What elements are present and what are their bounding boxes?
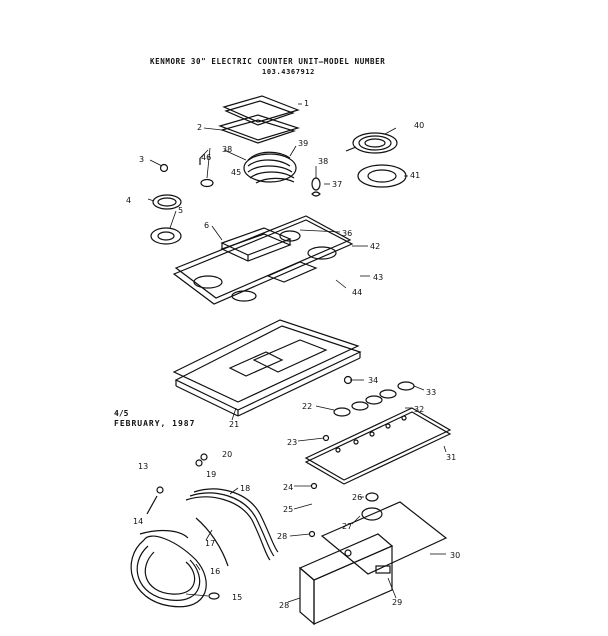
callout-24: 24 bbox=[283, 483, 293, 492]
callout-13: 13 bbox=[138, 462, 148, 471]
callout-19: 19 bbox=[206, 470, 216, 479]
callout-30: 30 bbox=[450, 551, 460, 560]
surface-element-large bbox=[345, 132, 398, 154]
callout-25: 25 bbox=[283, 505, 293, 514]
wiring-harness bbox=[130, 488, 279, 608]
callout-5: 5 bbox=[178, 206, 183, 215]
callout-2: 2 bbox=[197, 123, 202, 132]
screws bbox=[146, 375, 353, 600]
control-bracket bbox=[298, 501, 448, 626]
page-reference: 4/5 bbox=[114, 409, 129, 418]
callout-29: 29 bbox=[392, 598, 402, 607]
callout-17: 17 bbox=[205, 539, 215, 548]
small-hardware bbox=[159, 158, 321, 197]
model-number: 103.4367912 bbox=[262, 68, 315, 76]
heating-element-coil bbox=[243, 151, 297, 184]
callout-6: 6 bbox=[204, 221, 209, 230]
callout-26: 26 bbox=[352, 493, 362, 502]
callout-28: 28 bbox=[277, 532, 287, 541]
revision-date: FEBRUARY, 1987 bbox=[114, 419, 196, 428]
element-insulator bbox=[218, 114, 301, 144]
switch-panel bbox=[304, 407, 452, 485]
callout-28-lower: 28 bbox=[279, 601, 289, 610]
drip-pan-small bbox=[150, 227, 182, 245]
callout-42: 42 bbox=[370, 242, 380, 251]
part-callouts: 1 2 3 4 5 6 13 14 15 16 17 18 19 20 21 2… bbox=[126, 99, 460, 610]
callout-36: 36 bbox=[342, 229, 352, 238]
callout-41: 41 bbox=[410, 171, 420, 180]
diagram-title: KENMORE 30" ELECTRIC COUNTER UNIT—MODEL … bbox=[150, 57, 386, 66]
callout-14: 14 bbox=[133, 517, 143, 526]
callout-40: 40 bbox=[414, 121, 424, 130]
surface-element-small bbox=[152, 194, 182, 210]
callout-38-right: 38 bbox=[318, 157, 328, 166]
callout-16: 16 bbox=[210, 567, 220, 576]
element-cover-plate bbox=[222, 95, 300, 126]
callout-31: 31 bbox=[446, 453, 456, 462]
callout-20: 20 bbox=[222, 450, 232, 459]
grill-element bbox=[220, 227, 292, 262]
callout-33: 33 bbox=[426, 388, 436, 397]
callout-23: 23 bbox=[287, 438, 297, 447]
drip-pan-large bbox=[357, 164, 407, 188]
callout-39: 39 bbox=[298, 139, 308, 148]
leader-lines bbox=[147, 103, 447, 603]
base-pan bbox=[172, 319, 362, 417]
callout-21: 21 bbox=[229, 420, 239, 429]
terminal-block bbox=[361, 492, 383, 521]
callout-18: 18 bbox=[240, 484, 250, 493]
callout-15: 15 bbox=[232, 593, 242, 602]
callout-38: 38 bbox=[222, 145, 232, 154]
callout-3: 3 bbox=[139, 155, 144, 164]
callout-45: 45 bbox=[231, 168, 241, 177]
callout-37: 37 bbox=[332, 180, 342, 189]
callout-46: 46 bbox=[201, 153, 211, 162]
callout-27: 27 bbox=[342, 522, 352, 531]
cooktop-top bbox=[172, 215, 354, 305]
callout-4: 4 bbox=[126, 196, 131, 205]
callout-32: 32 bbox=[414, 405, 424, 414]
control-knobs bbox=[333, 381, 415, 417]
callout-1: 1 bbox=[304, 99, 309, 108]
callout-43: 43 bbox=[373, 273, 383, 282]
callout-22: 22 bbox=[302, 402, 312, 411]
callout-44: 44 bbox=[352, 288, 362, 297]
callout-34: 34 bbox=[368, 376, 378, 385]
